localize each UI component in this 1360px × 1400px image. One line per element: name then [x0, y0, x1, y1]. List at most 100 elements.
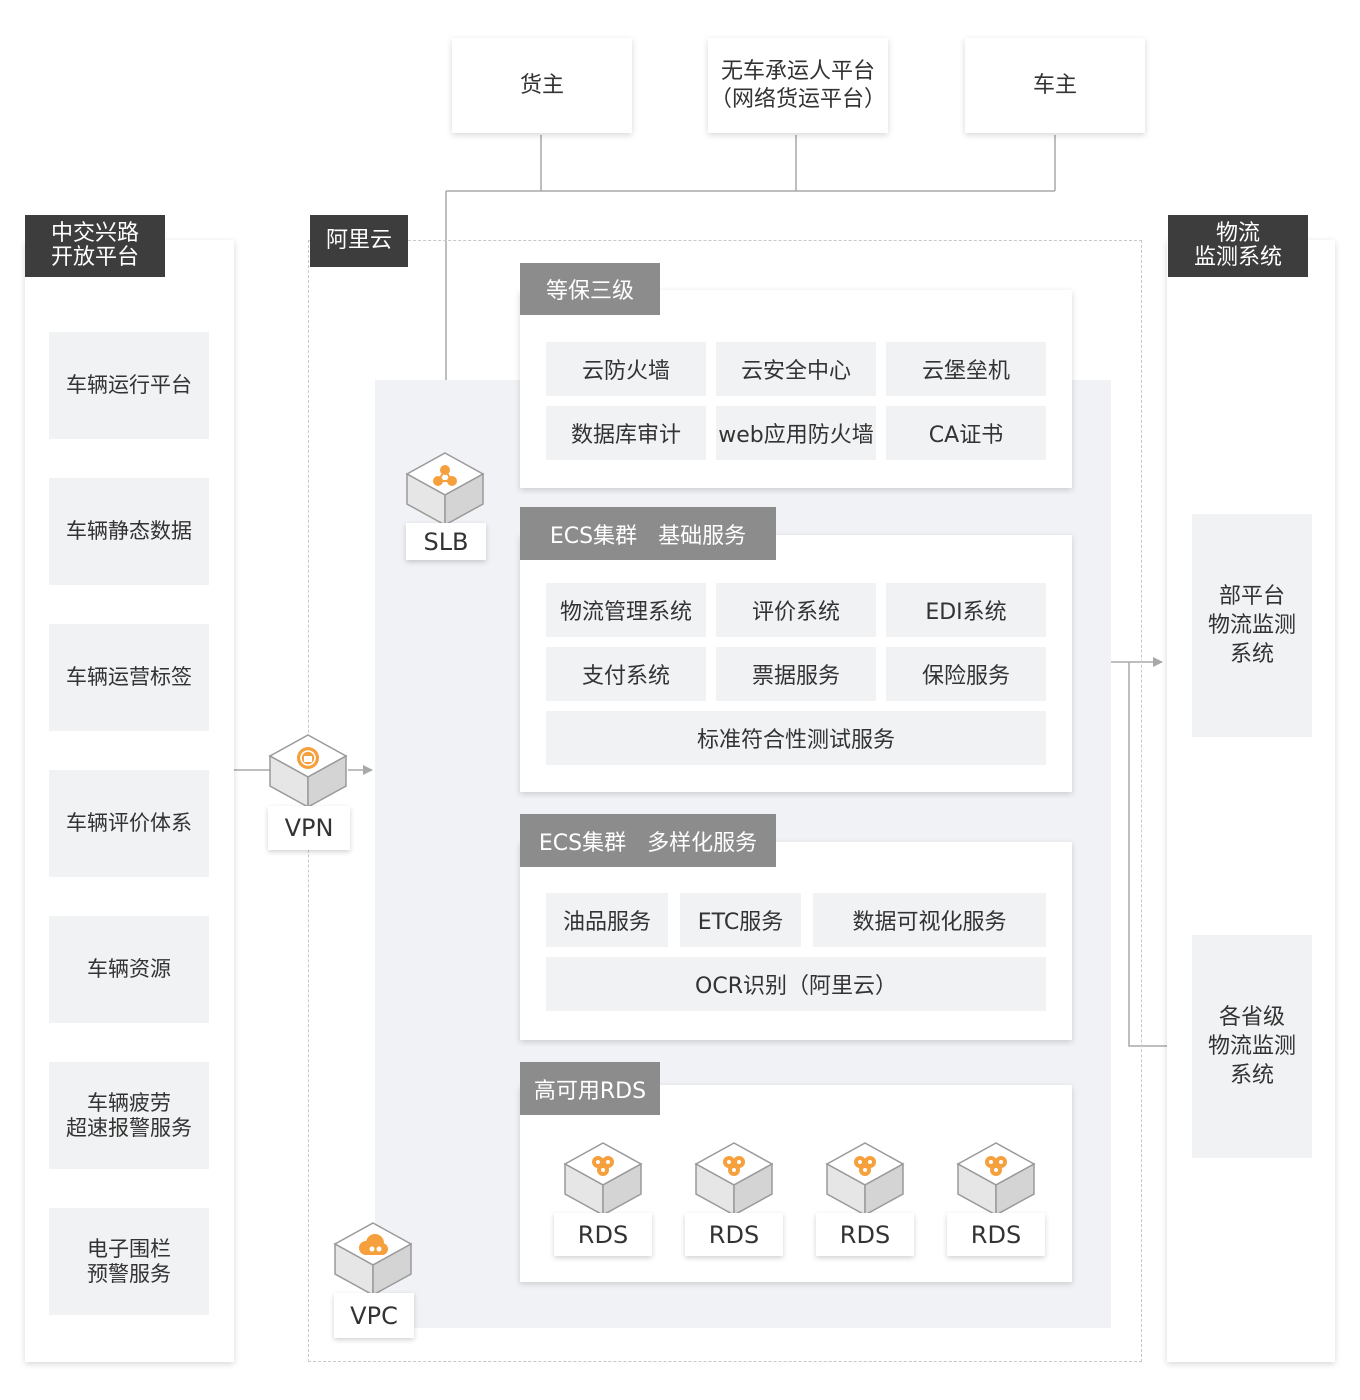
platform-box: 无车承运人平台 （网络货运平台） [708, 38, 888, 133]
ecs-basic-item-3: 支付系统 [546, 647, 706, 701]
ecs-basic-item-1: 评价系统 [716, 583, 876, 637]
load-balancer-symbol [433, 465, 457, 486]
left-item-6: 电子围栏预警服务 [49, 1208, 209, 1315]
rds-title-text: 高可用RDS [533, 1078, 647, 1104]
cloud-title: 阿里云 [310, 215, 408, 267]
ecs-basic-wide-item: 标准符合性测试服务 [546, 711, 1046, 765]
ecs-diverse-item-2: 数据可视化服务 [813, 893, 1046, 947]
left-item-3-line-0: 车辆评价体系 [66, 811, 192, 835]
ecs-basic-title: ECS集群 基础服务 [520, 507, 776, 560]
left-item-5-line-0: 车辆疲劳 [87, 1090, 171, 1115]
cube-graphic [694, 1142, 774, 1217]
security-item-1-text: 云安全中心 [740, 359, 851, 384]
ecs-basic-wide-text: 标准符合性测试服务 [696, 728, 895, 753]
database-icon-0 [562, 1140, 644, 1222]
security-item-2-text: 云堡垒机 [921, 359, 1010, 384]
rds-label-2: RDS [839, 1220, 891, 1249]
vpn-icon [267, 732, 349, 814]
security-item-5-text: CA证书 [928, 423, 1004, 448]
security-item-2: 云堡垒机 [886, 342, 1046, 396]
ecs-basic-item-0-text: 物流管理系统 [559, 600, 692, 625]
database-icon-1 [693, 1140, 775, 1222]
shipper-label: 货主 [519, 72, 564, 98]
right-item-1-line-2: 系统 [1229, 1063, 1274, 1088]
ecs-diverse-wide-text: OCR识别（阿里云） [695, 974, 897, 999]
cube-graphic [405, 452, 485, 527]
security-item-4-text: web应用防火墙 [718, 423, 874, 448]
rds-label-box-2: RDS [816, 1213, 914, 1256]
left-item-4-line-0: 车辆资源 [87, 957, 171, 981]
rds-label-1: RDS [708, 1220, 760, 1249]
left-item-5: 车辆疲劳超速报警服务 [49, 1062, 209, 1169]
ecs-diverse-item-1-text: ETC服务 [697, 910, 784, 935]
right-item-0-line-0: 部平台 [1218, 584, 1285, 609]
left-item-0-line-0: 车辆运行平台 [66, 373, 192, 397]
right-title-line1: 物流 [1215, 221, 1260, 246]
cube-graphic [333, 1222, 413, 1297]
ecs-basic-item-5: 保险服务 [886, 647, 1046, 701]
cube-graphic [956, 1142, 1036, 1217]
cloud-symbol [359, 1234, 388, 1255]
ecs-diverse-item-0-text: 油品服务 [562, 910, 651, 935]
left-item-1-line-0: 车辆静态数据 [66, 519, 192, 543]
ecs-diverse-item-1: ETC服务 [680, 893, 801, 947]
ecs-diverse-wide-item: OCR识别（阿里云） [546, 957, 1046, 1011]
left-item-3: 车辆评价体系 [49, 770, 209, 877]
rds-label-box-3: RDS [947, 1213, 1045, 1256]
ecs-diverse-title-text: ECS集群 多样化服务 [538, 830, 758, 856]
right-title-line2: 监测系统 [1193, 245, 1282, 270]
right-item-1-line-0: 各省级 [1218, 1005, 1285, 1030]
right-item-0-line-2: 系统 [1229, 642, 1274, 667]
left-title-line1: 中交兴路 [50, 221, 139, 246]
slb-label: SLB [423, 527, 469, 556]
database-icon-2 [824, 1140, 906, 1222]
ecs-basic-item-1-text: 评价系统 [751, 600, 840, 625]
right-panel [1167, 240, 1335, 1362]
ecs-basic-item-5-text: 保险服务 [921, 664, 1010, 689]
right-item-0-line-1: 物流监测 [1207, 613, 1296, 638]
left-item-2-line-0: 车辆运营标签 [66, 665, 192, 689]
ecs-basic-item-0: 物流管理系统 [546, 583, 706, 637]
rds-label-box-1: RDS [685, 1213, 783, 1256]
left-item-0: 车辆运行平台 [49, 332, 209, 439]
ecs-basic-item-2-text: EDI系统 [925, 600, 1007, 625]
vpn-label: VPN [284, 814, 334, 842]
cloud-title-text: 阿里云 [325, 228, 392, 253]
rds-label-box-0: RDS [554, 1213, 652, 1256]
security-item-5: CA证书 [886, 406, 1046, 460]
vpc-label-box: VPC [334, 1293, 414, 1338]
ecs-basic-title-text: ECS集群 基础服务 [549, 523, 747, 549]
ecs-basic-item-4: 票据服务 [716, 647, 876, 701]
rds-title: 高可用RDS [520, 1062, 660, 1115]
ecs-diverse-item-2-text: 数据可视化服务 [852, 910, 1007, 935]
carrier-box: 车主 [965, 38, 1145, 133]
database-symbol [723, 1156, 745, 1176]
security-item-0-text: 云防火墙 [581, 359, 670, 384]
shipper-box: 货主 [452, 38, 632, 133]
security-title-text: 等保三级 [545, 279, 634, 304]
right-item-1-line-1: 物流监测 [1207, 1034, 1296, 1059]
left-item-4: 车辆资源 [49, 916, 209, 1023]
ecs-diverse-title: ECS集群 多样化服务 [520, 814, 776, 867]
vpc-icon [332, 1220, 414, 1302]
security-item-1: 云安全中心 [716, 342, 876, 396]
ecs-diverse-item-0: 油品服务 [546, 893, 668, 947]
right-item-1: 各省级物流监测系统 [1192, 935, 1312, 1158]
ecs-basic-item-2: EDI系统 [886, 583, 1046, 637]
carrier-label: 车主 [1032, 72, 1077, 98]
database-symbol [854, 1156, 876, 1176]
left-item-1: 车辆静态数据 [49, 478, 209, 585]
load-balancer-icon [404, 450, 486, 532]
platform-label-line1: 无车承运人平台 [720, 58, 875, 84]
left-item-6-line-1: 预警服务 [87, 1261, 171, 1286]
left-item-6-line-0: 电子围栏 [87, 1236, 171, 1261]
right-item-0: 部平台物流监测系统 [1192, 514, 1312, 737]
cube-graphic [268, 734, 348, 809]
vpn-label-box: VPN [268, 806, 350, 850]
vpc-label: VPC [350, 1301, 398, 1330]
ecs-basic-item-4-text: 票据服务 [751, 664, 840, 689]
database-icon-3 [955, 1140, 1037, 1222]
cube-graphic [825, 1142, 905, 1217]
security-item-3-text: 数据库审计 [570, 423, 681, 448]
security-item-0: 云防火墙 [546, 342, 706, 396]
